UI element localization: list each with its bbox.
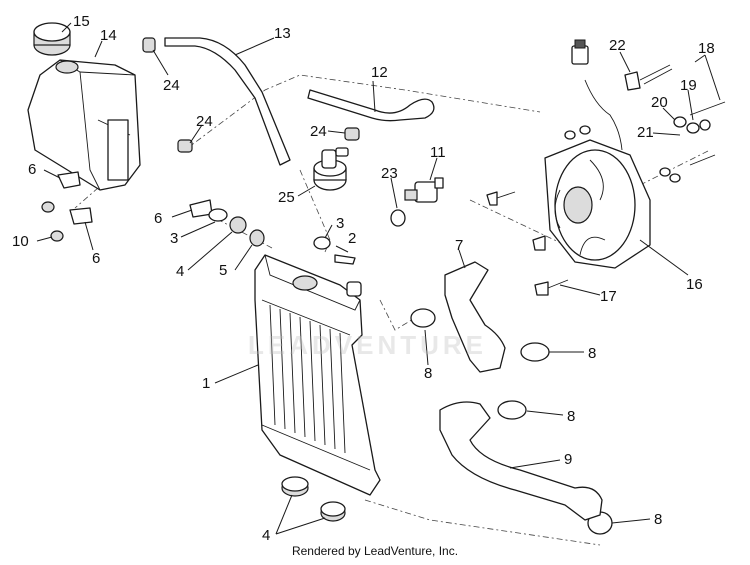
callout-3-left: 3 [170, 230, 178, 247]
callout-24-middle: 24 [196, 113, 213, 130]
callout-18: 18 [698, 40, 715, 57]
render-credit: Rendered by LeadVenture, Inc. [291, 544, 459, 558]
callout-6-lower: 6 [92, 250, 100, 267]
callout-6-reservoir: 6 [28, 161, 36, 178]
bracket-22 [624, 71, 641, 91]
callout-9: 9 [564, 451, 572, 468]
callout-10: 10 [12, 233, 29, 250]
reservoir-cap [33, 22, 71, 56]
callout-labels: 1 2 3 3 4 4 5 6 6 6 7 8 8 8 8 9 10 11 12… [12, 13, 715, 544]
callout-24-right: 24 [310, 123, 327, 140]
radiator [254, 254, 381, 496]
washer-23 [390, 209, 406, 227]
callout-14: 14 [100, 27, 117, 44]
callout-21: 21 [637, 124, 654, 141]
lower-hose [439, 401, 603, 521]
callout-2: 2 [348, 230, 356, 247]
callout-20: 20 [651, 94, 668, 111]
temp-switch [404, 177, 444, 203]
lower-grommets [281, 476, 346, 522]
callout-13: 13 [274, 25, 291, 42]
coolant-reservoir [27, 59, 141, 191]
callout-6-bracket: 6 [154, 210, 162, 227]
callout-8-middle: 8 [567, 408, 575, 425]
upper-hose [444, 261, 506, 373]
overflow-hose [164, 37, 291, 166]
callout-15: 15 [73, 13, 90, 30]
fan-hardware [486, 64, 726, 296]
callout-24-top: 24 [163, 77, 180, 94]
hose-fittings [142, 37, 360, 153]
left-hardware [41, 171, 356, 265]
assembly-lines [74, 74, 711, 546]
cooling-fan [544, 39, 651, 269]
callout-8-upper-right: 8 [588, 345, 596, 362]
callout-12: 12 [371, 64, 388, 81]
callout-8-upper-left: 8 [424, 365, 432, 382]
callout-25: 25 [278, 189, 295, 206]
callout-4-upper: 4 [176, 263, 184, 280]
callout-3-right: 3 [336, 215, 344, 232]
callout-11: 11 [430, 144, 446, 161]
callout-17: 17 [600, 288, 617, 305]
callout-7: 7 [455, 237, 463, 254]
leader-lines [36, 22, 721, 535]
callout-5: 5 [219, 262, 227, 279]
callout-19: 19 [680, 77, 697, 94]
callout-8-lower: 8 [654, 511, 662, 528]
callout-23: 23 [381, 165, 398, 182]
callout-16: 16 [686, 276, 703, 293]
watermark: LEADVENTURE [248, 330, 488, 360]
callout-4-lower: 4 [262, 527, 270, 544]
hose-12 [307, 89, 435, 122]
radiator-core-fins [269, 304, 346, 454]
callout-22: 22 [609, 37, 626, 54]
filler-neck [313, 147, 349, 191]
callout-1: 1 [202, 375, 210, 392]
